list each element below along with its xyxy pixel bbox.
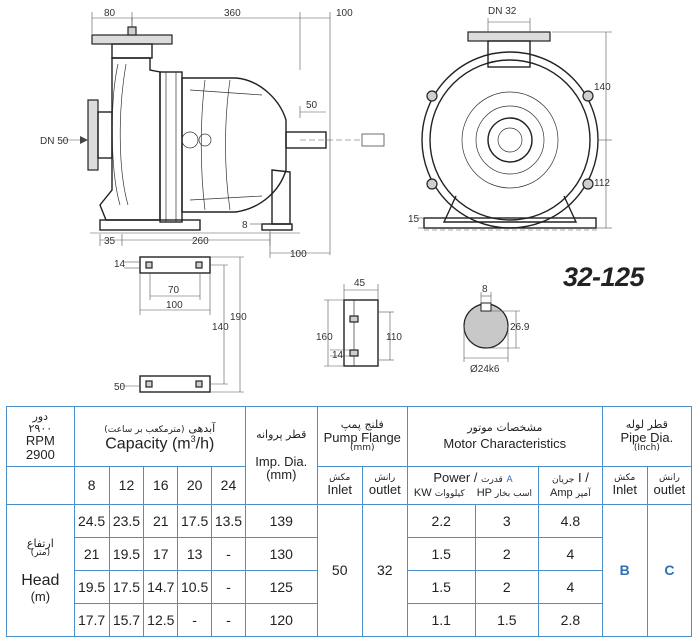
hp-r3: 2 xyxy=(474,570,540,604)
head-r2-c2: 19.5 xyxy=(108,537,145,571)
imp-dia-r3: 125 xyxy=(244,570,318,604)
pump-flange-header: فلنج پمپ Pump Flange (mm) xyxy=(316,406,408,467)
capacity-24: 24 xyxy=(211,466,246,505)
dim-45: 45 xyxy=(354,278,366,289)
amp-r1: 4.8 xyxy=(538,504,603,538)
speed-cell: دور ۲۹۰۰ RPM 2900 xyxy=(6,406,75,467)
capacity-20: 20 xyxy=(177,466,213,505)
kw-r2: 1.5 xyxy=(406,537,476,571)
head-r4-c2: 15.7 xyxy=(108,603,145,637)
imp-dia-r1: 139 xyxy=(244,504,318,538)
kw-r4: 1.1 xyxy=(406,603,476,637)
imp-dia-r4: 120 xyxy=(244,603,318,637)
hp-r2: 2 xyxy=(474,537,540,571)
amp-r4: 2.8 xyxy=(538,603,603,637)
dim-14-flange: 14 xyxy=(332,350,344,361)
dim-24k6: Ø24k6 xyxy=(470,364,500,375)
head-r4-c5: - xyxy=(211,603,246,637)
pipe-inlet-value: B xyxy=(601,504,648,637)
pump-end-view: DN 32 140 112 15 xyxy=(408,6,612,231)
dim-26-9: 26.9 xyxy=(510,322,530,333)
dim-80: 80 xyxy=(104,8,116,19)
flange-outlet-value: 32 xyxy=(361,504,408,637)
dim-100-base: 100 xyxy=(166,300,183,311)
current-header: جریان I / Amp آمپر xyxy=(538,466,603,505)
dim-100-bottom: 100 xyxy=(290,249,307,260)
flange-inlet-value: 50 xyxy=(316,504,363,637)
motor-header: مشخصات موتور Motor Characteristics xyxy=(406,406,603,467)
head-r2-c1: 21 xyxy=(73,537,110,571)
dim-14-top: 14 xyxy=(114,259,126,270)
dim-100-top: 100 xyxy=(336,8,353,19)
pipe-dia-header: قطر لوله Pipe Dia. (Inch) xyxy=(601,406,693,467)
hp-r1: 3 xyxy=(474,504,540,538)
speed-value-cell xyxy=(6,466,75,505)
head-r3-c4: 10.5 xyxy=(177,570,213,604)
performance-table: دور ۲۹۰۰ RPM 2900 آبدهی (مترمکعب بر ساعت… xyxy=(6,406,693,637)
flange-outlet-header: رانش outlet xyxy=(361,466,408,505)
pipe-outlet-value: C xyxy=(646,504,693,637)
impeller-header: قطر پروانه Imp. Dia. (mm) xyxy=(244,406,318,505)
head-r2-c4: 13 xyxy=(177,537,213,571)
kw-r1: 2.2 xyxy=(406,504,476,538)
head-r1-c5: 13.5 xyxy=(211,504,246,538)
capacity-8: 8 xyxy=(73,466,110,505)
head-r1-c1: 24.5 xyxy=(73,504,110,538)
head-r2-c3: 17 xyxy=(143,537,179,571)
dim-190: 190 xyxy=(230,312,247,323)
head-r2-c5: - xyxy=(211,537,246,571)
model-number: 32-125 xyxy=(563,262,645,292)
dim-8-shaft: 8 xyxy=(482,284,488,295)
flange-detail: 45 160 110 14 xyxy=(316,278,402,367)
power-header: Power / قدرت A KW کیلووات HP اسب بخار xyxy=(406,466,540,505)
head-r3-c5: - xyxy=(211,570,246,604)
head-r1-c3: 21 xyxy=(143,504,179,538)
head-r3-c3: 14.7 xyxy=(143,570,179,604)
dim-260: 260 xyxy=(192,236,209,247)
head-r4-c4: - xyxy=(177,603,213,637)
dim-160: 160 xyxy=(316,332,333,343)
amp-r3: 4 xyxy=(538,570,603,604)
base-plate-detail: 70 100 14 140 190 50 xyxy=(114,256,247,393)
pump-dimension-drawing: 80 360 100 50 DN 50 8 35 260 100 DN 32 xyxy=(40,6,612,393)
dim-50-base: 50 xyxy=(114,382,126,393)
head-r3-c1: 19.5 xyxy=(73,570,110,604)
dim-140-base: 140 xyxy=(212,322,229,333)
hp-r4: 1.5 xyxy=(474,603,540,637)
pump-side-view xyxy=(87,18,385,234)
dim-dn50: DN 50 xyxy=(40,136,69,147)
flange-inlet-header: مکش Inlet xyxy=(316,466,363,505)
dim-dn32: DN 32 xyxy=(488,6,517,17)
dim-110: 110 xyxy=(386,332,402,343)
dim-8-foot: 8 xyxy=(242,220,248,231)
dim-50-shaft: 50 xyxy=(306,100,318,111)
dim-15: 15 xyxy=(408,214,420,225)
capacity-16: 16 xyxy=(143,466,179,505)
pipe-inlet-header: مکش Inlet xyxy=(601,466,648,505)
head-r1-c2: 23.5 xyxy=(108,504,145,538)
capacity-12: 12 xyxy=(108,466,145,505)
head-r1-c4: 17.5 xyxy=(177,504,213,538)
capacity-header: آبدهی (مترمکعب بر ساعت) Capacity (m3/h) xyxy=(73,406,246,467)
dim-140-right: 140 xyxy=(594,82,611,93)
dim-112: 112 xyxy=(594,178,610,189)
kw-r3: 1.5 xyxy=(406,570,476,604)
head-r3-c2: 17.5 xyxy=(108,570,145,604)
dim-35: 35 xyxy=(104,236,116,247)
dim-360: 360 xyxy=(224,8,241,19)
dim-70: 70 xyxy=(168,285,180,296)
head-r4-c1: 17.7 xyxy=(73,603,110,637)
shaft-section-detail: 8 26.9 Ø24k6 xyxy=(463,284,530,375)
imp-dia-r2: 130 xyxy=(244,537,318,571)
side-view-dimensions: 80 360 100 50 DN 50 8 35 260 100 xyxy=(40,8,353,260)
pipe-outlet-header: رانش outlet xyxy=(646,466,693,505)
amp-r2: 4 xyxy=(538,537,603,571)
head-r4-c3: 12.5 xyxy=(143,603,179,637)
head-label-cell: ارتفاع (متر) Head (m) xyxy=(6,504,75,637)
